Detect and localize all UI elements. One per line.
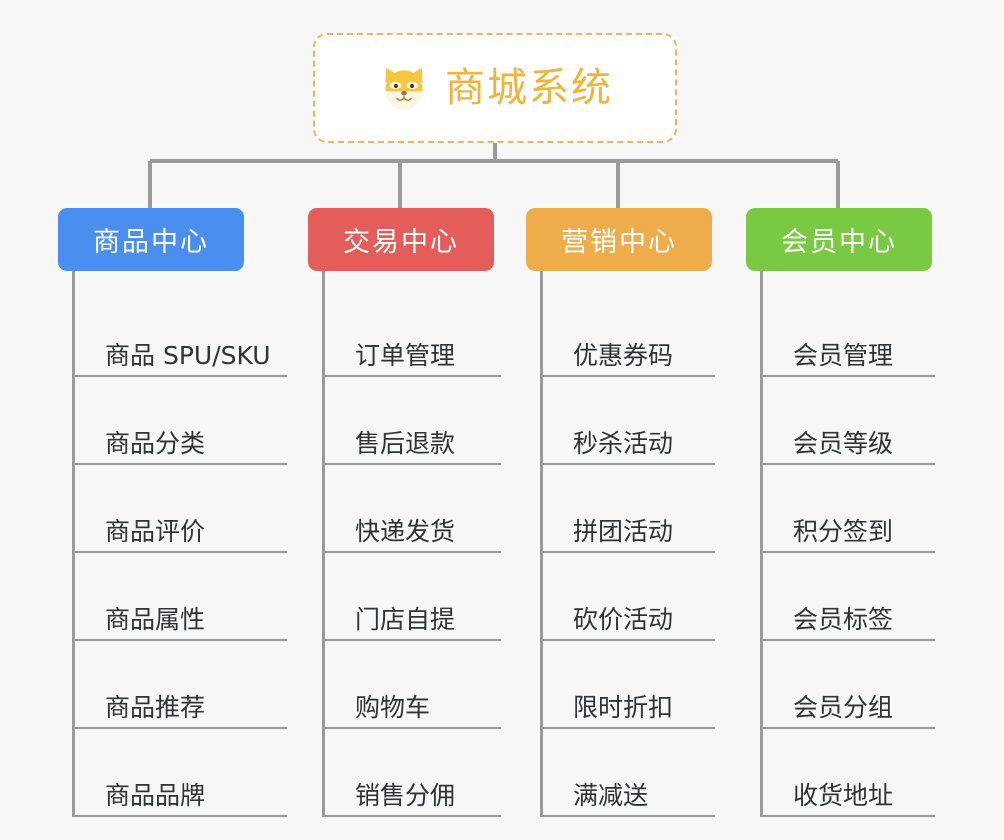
leaf-list-trade-center: 订单管理 售后退款 快递发货 门店自提 购物车 销售分佣 — [322, 271, 501, 817]
leaf-item[interactable]: 商品分类 — [75, 377, 287, 465]
leaf-item[interactable]: 订单管理 — [325, 289, 501, 377]
leaf-item-label: 优惠券码 — [573, 340, 674, 370]
leaf-item-label: 会员标签 — [793, 604, 894, 634]
leaf-item[interactable]: 拼团活动 — [543, 465, 715, 553]
leaf-item[interactable]: 商品品牌 — [75, 729, 287, 817]
branch-header-product-center[interactable]: 商品中心 — [58, 208, 244, 271]
leaf-item[interactable]: 门店自提 — [325, 553, 501, 641]
leaf-item[interactable]: 商品推荐 — [75, 641, 287, 729]
leaf-item-label: 砍价活动 — [573, 604, 674, 634]
leaf-item-label: 商品属性 — [105, 604, 206, 634]
leaf-item-label: 满减送 — [573, 780, 649, 810]
leaf-item[interactable]: 收货地址 — [763, 729, 935, 817]
leaf-item-label: 商品 SPU/SKU — [105, 340, 271, 370]
leaf-item-label: 商品推荐 — [105, 692, 206, 722]
leaf-item-label: 门店自提 — [355, 604, 456, 634]
leaf-item-label: 限时折扣 — [573, 692, 674, 722]
branch-member-center: 会员中心 会员管理 会员等级 积分签到 会员标签 会员分组 收货地址 — [746, 208, 935, 817]
leaf-item[interactable]: 积分签到 — [763, 465, 935, 553]
branch-header-member-center[interactable]: 会员中心 — [746, 208, 932, 271]
leaf-item[interactable]: 商品评价 — [75, 465, 287, 553]
leaf-item[interactable]: 销售分佣 — [325, 729, 501, 817]
leaf-item-label: 秒杀活动 — [573, 428, 674, 458]
leaf-item-label: 拼团活动 — [573, 516, 674, 546]
leaf-item[interactable]: 购物车 — [325, 641, 501, 729]
branch-header-label: 交易中心 — [343, 227, 459, 258]
leaf-item-label: 会员分组 — [793, 692, 894, 722]
leaf-item-label: 积分签到 — [793, 516, 894, 546]
leaf-list-marketing-center: 优惠券码 秒杀活动 拼团活动 砍价活动 限时折扣 满减送 — [540, 271, 715, 817]
leaf-item[interactable]: 会员分组 — [763, 641, 935, 729]
branch-marketing-center: 营销中心 优惠券码 秒杀活动 拼团活动 砍价活动 限时折扣 满减送 — [526, 208, 715, 817]
leaf-item-label: 会员等级 — [793, 428, 894, 458]
leaf-item-label: 销售分佣 — [355, 780, 456, 810]
branch-header-marketing-center[interactable]: 营销中心 — [526, 208, 712, 271]
leaf-item-label: 收货地址 — [793, 780, 894, 810]
leaf-item-label: 商品分类 — [105, 428, 206, 458]
leaf-item[interactable]: 商品属性 — [75, 553, 287, 641]
leaf-item[interactable]: 售后退款 — [325, 377, 501, 465]
leaf-item[interactable]: 秒杀活动 — [543, 377, 715, 465]
leaf-item-label: 商品品牌 — [105, 780, 206, 810]
leaf-list-member-center: 会员管理 会员等级 积分签到 会员标签 会员分组 收货地址 — [760, 271, 935, 817]
leaf-item-label: 快递发货 — [355, 516, 456, 546]
leaf-item[interactable]: 优惠券码 — [543, 289, 715, 377]
root-node[interactable]: 商城系统 — [313, 33, 677, 143]
leaf-item-label: 售后退款 — [355, 428, 456, 458]
leaf-list-product-center: 商品 SPU/SKU 商品分类 商品评价 商品属性 商品推荐 商品品牌 — [72, 271, 287, 817]
shiba-dog-face-icon — [377, 61, 431, 115]
root-title: 商城系统 — [445, 65, 613, 111]
leaf-item-label: 购物车 — [355, 692, 431, 722]
leaf-item-label: 会员管理 — [793, 340, 894, 370]
branch-header-label: 营销中心 — [561, 227, 677, 258]
branch-header-label: 商品中心 — [93, 227, 209, 258]
leaf-item[interactable]: 会员管理 — [763, 289, 935, 377]
branch-trade-center: 交易中心 订单管理 售后退款 快递发货 门店自提 购物车 销售分佣 — [308, 208, 501, 817]
branch-header-label: 会员中心 — [781, 227, 897, 258]
branch-header-trade-center[interactable]: 交易中心 — [308, 208, 494, 271]
leaf-item-label: 商品评价 — [105, 516, 206, 546]
leaf-item[interactable]: 会员等级 — [763, 377, 935, 465]
branch-product-center: 商品中心 商品 SPU/SKU 商品分类 商品评价 商品属性 商品推荐 商品品牌 — [58, 208, 287, 817]
leaf-item[interactable]: 会员标签 — [763, 553, 935, 641]
leaf-item[interactable]: 快递发货 — [325, 465, 501, 553]
leaf-item[interactable]: 商品 SPU/SKU — [75, 289, 287, 377]
leaf-item[interactable]: 限时折扣 — [543, 641, 715, 729]
leaf-item[interactable]: 满减送 — [543, 729, 715, 817]
leaf-item-label: 订单管理 — [355, 340, 456, 370]
leaf-item[interactable]: 砍价活动 — [543, 553, 715, 641]
